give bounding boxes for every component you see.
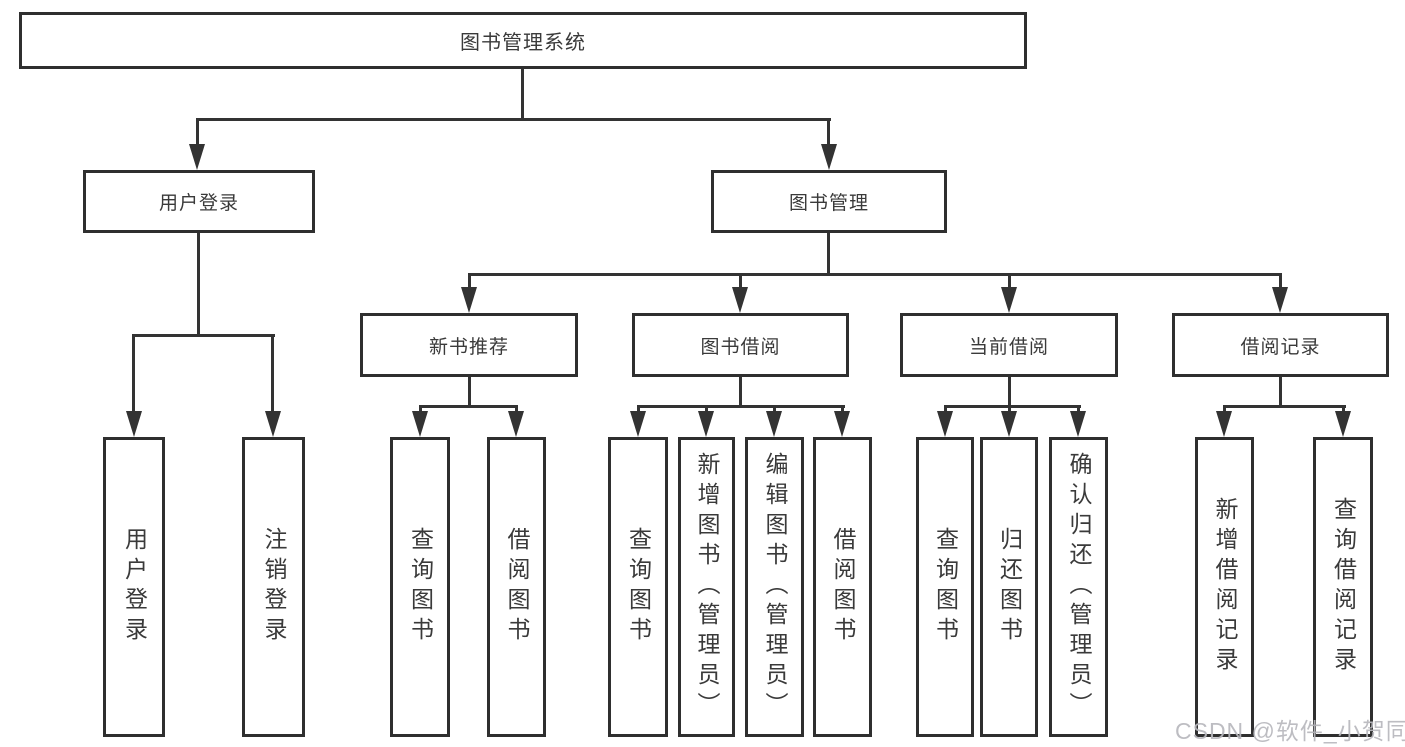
leaf-query-borrow-record: 查询借阅记录 [1313,437,1373,737]
connector-mgmt-stem [827,233,830,276]
arrowhead-down-icon [508,411,524,437]
leaf-query-books-recommend: 查询图书 [390,437,450,737]
connector-arrow-line [739,273,742,290]
leaf-label: 查询借阅记录 [1330,497,1357,677]
node-label: 用户登录 [158,193,239,214]
arrowhead-down-icon [698,411,714,437]
connector-arrow-line [271,334,274,415]
leaf-label: 新增图书（管理员） [694,452,720,722]
connector-level1-hline [196,118,831,121]
arrowhead-down-icon [630,411,646,437]
arrowhead-down-icon [1272,287,1288,313]
connector-arrow-line [1279,273,1282,290]
arrowhead-down-icon [126,411,142,437]
leaf-label: 查询图书 [625,527,652,647]
leaf-user-login: 用户登录 [103,437,165,737]
leaf-label: 用户登录 [121,527,148,647]
arrowhead-down-icon [821,144,837,170]
arrowhead-down-icon [1335,411,1351,437]
connector-records-stem [1279,377,1282,408]
leaf-label: 借阅图书 [830,527,856,647]
leaf-logout: 注销登录 [242,437,305,737]
leaf-add-book-admin: 新增图书（管理员） [678,437,735,737]
leaf-add-borrow-record: 新增借阅记录 [1195,437,1254,737]
leaf-confirm-return-admin: 确认归还（管理员） [1049,437,1108,737]
csdn-watermark: CSDN @软件_小贺同学 [1175,718,1405,744]
node-book-management: 图书管理 [711,170,947,233]
leaf-query-books-borrowing: 查询图书 [608,437,668,737]
node-label: 图书借阅 [700,336,781,358]
arrowhead-down-icon [1070,411,1086,437]
leaf-query-books-current: 查询图书 [916,437,974,737]
arrowhead-down-icon [732,287,748,313]
arrowhead-down-icon [1001,287,1017,313]
connector-recommend-hline [419,405,518,408]
arrowhead-down-icon [265,411,281,437]
leaf-borrow-books-recommend: 借阅图书 [487,437,546,737]
leaf-label: 注销登录 [261,527,287,647]
arrowhead-down-icon [834,411,850,437]
leaf-return-book: 归还图书 [980,437,1038,737]
node-user-login: 用户登录 [83,170,315,233]
connector-arrow-line [1008,273,1011,290]
node-label: 借阅记录 [1240,336,1321,358]
connector-level3-hline [468,273,1282,276]
node-current-borrowing: 当前借阅 [900,313,1118,377]
leaf-label: 借阅图书 [504,527,530,647]
arrowhead-down-icon [1001,411,1017,437]
node-root-system: 图书管理系统 [19,12,1027,69]
node-book-borrowing: 图书借阅 [632,313,849,377]
connector-arrow-line [196,118,199,148]
leaf-label: 编辑图书（管理员） [762,452,788,722]
connector-arrow-line [132,334,135,415]
arrowhead-down-icon [937,411,953,437]
node-label: 图书管理 [788,193,869,214]
arrowhead-down-icon [189,144,205,170]
arrowhead-down-icon [461,287,477,313]
connector-current-stem [1008,377,1011,408]
leaf-label: 归还图书 [996,527,1023,647]
connector-login-stem [197,233,200,337]
connector-arrow-line [827,118,830,148]
connector-root-stem [521,68,524,121]
arrowhead-down-icon [412,411,428,437]
connector-login-hline [133,334,275,337]
node-new-book-recommend: 新书推荐 [360,313,578,377]
leaf-label: 查询图书 [932,527,959,647]
connector-arrow-line [468,273,471,290]
node-label: 当前借阅 [968,336,1049,358]
node-borrowing-records: 借阅记录 [1172,313,1389,377]
connector-borrow-stem [739,377,742,408]
connector-records-hline [1223,405,1346,408]
leaf-edit-book-admin: 编辑图书（管理员） [745,437,804,737]
node-label: 新书推荐 [428,336,509,358]
connector-recommend-stem [468,377,471,408]
arrowhead-down-icon [766,411,782,437]
connector-borrow-hline [637,405,845,408]
leaf-borrow-books-borrowing: 借阅图书 [813,437,872,737]
connector-current-hline [944,405,1081,408]
leaf-label: 新增借阅记录 [1212,497,1238,677]
leaf-label: 查询图书 [407,527,434,647]
arrowhead-down-icon [1216,411,1232,437]
node-label: 图书管理系统 [460,32,586,54]
leaf-label: 确认归还（管理员） [1066,452,1092,722]
